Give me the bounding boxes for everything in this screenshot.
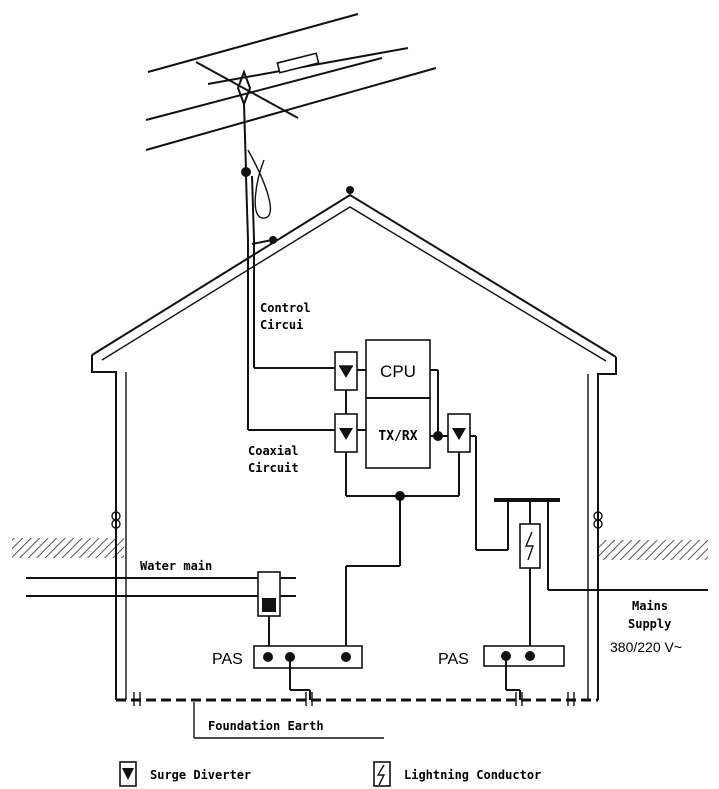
down-conductors — [111, 511, 603, 529]
foundation-earth-label: Foundation Earth — [208, 719, 324, 733]
control-circuit-label-2: Circui — [260, 318, 303, 332]
ground-hatch-right — [598, 540, 708, 560]
coaxial-circuit-label-1: Coaxial — [248, 444, 299, 458]
mains-busbar — [470, 435, 708, 591]
pas-left-label: PAS — [212, 651, 243, 668]
legend-surge-diverter-label: Surge Diverter — [150, 768, 251, 782]
legend-surge-diverter-symbol — [119, 761, 137, 787]
ground-hatch-left — [12, 538, 124, 558]
antenna — [145, 13, 437, 245]
cpu-label: CPU — [380, 362, 416, 381]
water-main-label: Water main — [140, 559, 212, 573]
foundation-earth — [116, 692, 598, 739]
mains-supply-label-2: Supply — [628, 617, 671, 631]
legend-lightning-conductor-symbol — [373, 761, 391, 787]
surge-diverter-control — [334, 351, 358, 391]
control-circuit-label-1: Control — [260, 301, 311, 315]
house-outline — [91, 186, 617, 700]
coaxial-circuit-label-2: Circuit — [248, 461, 299, 475]
txrx-label: TX/RX — [378, 429, 417, 444]
signal-circuits — [247, 240, 335, 431]
pas-right-label: PAS — [438, 651, 469, 668]
pas-bar-left — [253, 645, 363, 700]
legend-lightning-conductor-label: Lightning Conductor — [404, 768, 541, 782]
surge-diverter-power — [447, 413, 471, 453]
equipment-bonding — [345, 369, 460, 656]
cpu-box — [365, 339, 431, 399]
mains-voltage-label: 380/220 V~ — [610, 639, 682, 655]
lightning-conductor — [519, 523, 541, 656]
mains-supply-label-1: Mains — [632, 599, 668, 613]
surge-diverter-coaxial — [334, 413, 358, 453]
pas-bar-right — [483, 645, 565, 700]
water-main — [26, 571, 296, 647]
